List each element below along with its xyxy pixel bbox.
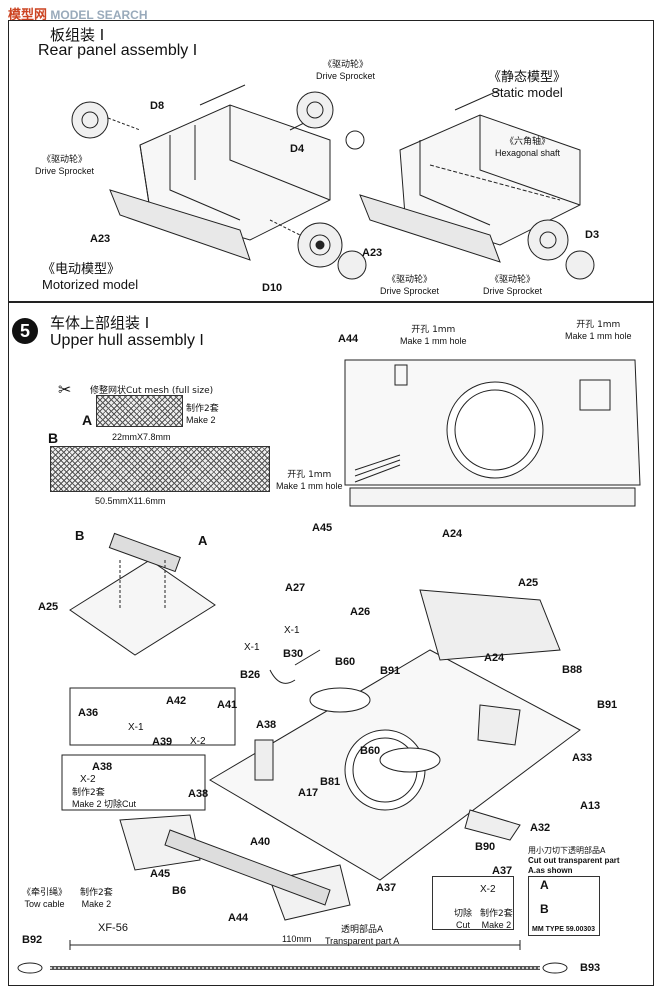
part-a38-b: A38 (92, 761, 113, 773)
part-a26: A26 (350, 606, 371, 618)
mesh-b-swatch (50, 446, 270, 492)
part-a40: A40 (250, 836, 271, 848)
part-a38-a: A38 (256, 719, 277, 731)
part-a42: A42 (166, 695, 187, 707)
part-a13: A13 (580, 800, 601, 812)
part-b60-b: B60 (360, 745, 381, 757)
sprocket-label-4: 《驱动轮》Drive Sprocket (483, 275, 543, 296)
part-x2-c: X-2 (480, 884, 496, 895)
part-b91-a: B91 (380, 665, 401, 677)
part-a17: A17 (298, 787, 319, 799)
sprocket-label-1: 《驱动轮》Drive Sprocket (35, 155, 95, 176)
part-a44-bot: A44 (228, 912, 249, 924)
step5-number: 5 (12, 318, 38, 344)
part-a41: A41 (217, 699, 238, 711)
part-a36: A36 (78, 707, 99, 719)
step5-title-en: Upper hull assembly I (50, 332, 204, 349)
mesh-b-label: B (48, 430, 59, 446)
part-a37-b: A37 (376, 882, 397, 894)
static-model-label: 《静态模型》Static model (488, 70, 567, 100)
cable-length: 110mm (282, 934, 312, 944)
part-b60-a: B60 (335, 656, 356, 668)
part-b91-b: B91 (597, 699, 618, 711)
part-a23-right: A23 (362, 247, 383, 259)
scissors-icon: ✂ (58, 380, 72, 399)
mesh-a-size: 22mmX7.8mm (112, 432, 171, 442)
step5-panel (8, 302, 654, 986)
box-label-a: A (540, 878, 549, 892)
part-xf56: XF-56 (98, 922, 128, 934)
mm-type: MM TYPE 59.00303 (532, 926, 596, 933)
part-a44-top: A44 (338, 333, 359, 345)
part-a24-top: A24 (442, 528, 463, 540)
part-b88: B88 (562, 664, 583, 676)
part-d10: D10 (262, 282, 283, 294)
part-x1-a: X-1 (244, 642, 260, 653)
sprocket-label-2: 《驱动轮》Drive Sprocket (316, 60, 376, 81)
box-label-b: B (540, 902, 549, 916)
watermark: 模型网 MODEL SEARCH (8, 4, 147, 23)
part-x2-a: X-2 (190, 736, 206, 747)
part-b81: B81 (320, 776, 341, 788)
sprocket-label-3: 《驱动轮》Drive Sprocket (380, 275, 440, 296)
part-a27: A27 (285, 582, 306, 594)
part-b92: B92 (22, 934, 43, 946)
part-b90: B90 (475, 841, 496, 853)
part-a38-c: A38 (188, 788, 209, 800)
tow-cable-label: 《牵引绳》Tow cable (22, 888, 68, 909)
part-b26: B26 (240, 669, 261, 681)
part-x1-c: X-1 (128, 722, 144, 733)
part-a23-left: A23 (90, 233, 111, 245)
mesh-b-size: 50.5mmX11.6mm (95, 496, 166, 506)
label-a: A (198, 533, 208, 548)
transparent-part-box (528, 876, 600, 936)
step4-title-en: Rear panel assembly I (38, 42, 198, 59)
motorized-model-label: 《电动模型》Motorized model (42, 262, 139, 292)
make2-cut-note: 制作2套 Make 2 切除Cut (72, 788, 137, 810)
part-a45-top: A45 (312, 522, 333, 534)
part-a37-a: A37 (492, 865, 513, 877)
part-x1-b: X-1 (284, 625, 300, 636)
mesh-a-label: A (82, 412, 93, 428)
part-a25-left: A25 (38, 601, 59, 613)
part-x2-b: X-2 (80, 774, 96, 785)
cut-inset (432, 876, 514, 930)
part-d8: D8 (150, 100, 165, 112)
part-b6: B6 (172, 885, 187, 897)
part-d3: D3 (585, 229, 600, 241)
step4-title-cn: 板组装 I (50, 26, 105, 44)
hex-shaft-label: 《六角轴》Hexagonal shaft (495, 137, 561, 158)
part-a32: A32 (530, 822, 551, 834)
step5-title-cn: 车体上部组装 I (50, 314, 150, 332)
part-a24-mid: A24 (484, 652, 505, 664)
cut-mesh-label: 修整网状Cut mesh (full size) (90, 386, 214, 396)
part-a45-bot: A45 (150, 868, 171, 880)
part-d4: D4 (290, 143, 305, 155)
label-b: B (75, 528, 85, 543)
part-a33: A33 (572, 752, 593, 764)
part-a39: A39 (152, 736, 173, 748)
watermark-text: MODEL SEARCH (50, 8, 148, 22)
part-b30: B30 (283, 648, 304, 660)
part-b93: B93 (580, 962, 601, 974)
watermark-brand: 模型网 (8, 8, 48, 23)
mesh-a-swatch (96, 395, 183, 427)
step4-panel (8, 20, 654, 302)
cut-transparent-note: 用小刀切下透明部品A Cut out transparent part A.as… (528, 846, 620, 875)
part-a25-right: A25 (518, 577, 539, 589)
